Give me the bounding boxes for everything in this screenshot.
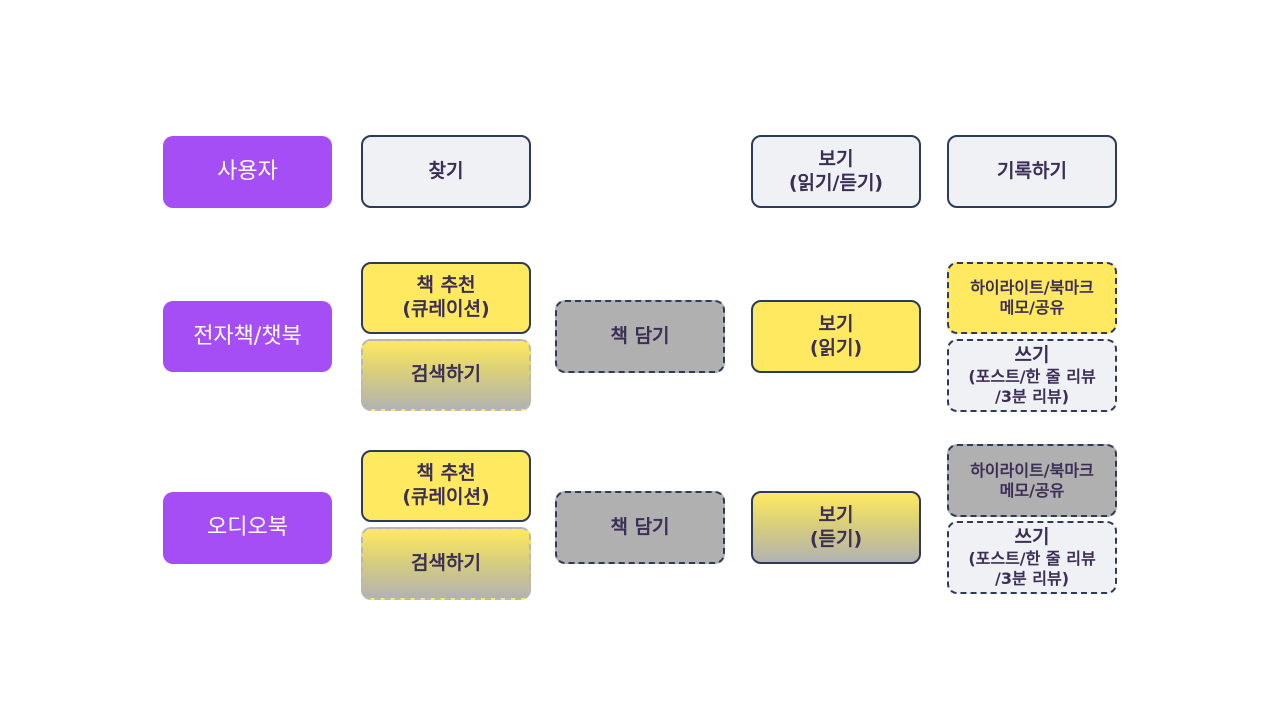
audiobook-recommend-box: 책 추천 (큐레이션) (361, 450, 531, 522)
ebook-search-label: 검색하기 (411, 363, 481, 386)
audiobook-user-label: 오디오북 (207, 515, 288, 541)
audiobook-highlight-line2: 메모/공유 (999, 480, 1065, 500)
audiobook-save-label: 책 담기 (610, 515, 670, 538)
ebook-highlight-box: 하이라이트/북마크 메모/공유 (947, 262, 1117, 334)
audiobook-write-line2: (포스트/한 줄 리뷰 (968, 549, 1096, 569)
audiobook-view-line2: (듣기) (809, 527, 863, 550)
ebook-search-box: 검색하기 (361, 339, 531, 411)
ebook-save-box: 책 담기 (555, 300, 725, 373)
ebook-view-line2: (읽기) (809, 336, 863, 359)
audiobook-user-box: 오디오북 (163, 492, 332, 564)
audiobook-write-line3: /3분 리뷰) (994, 569, 1070, 589)
audiobook-recommend-line1: 책 추천 (416, 462, 476, 485)
find-header-box: 찾기 (361, 135, 531, 208)
audiobook-save-box: 책 담기 (555, 491, 725, 564)
audiobook-write-line1: 쓰기 (1014, 525, 1050, 548)
ebook-write-line3: /3분 리뷰) (994, 387, 1070, 407)
view-header-box: 보기 (읽기/듣기) (751, 135, 921, 208)
audiobook-highlight-box: 하이라이트/북마크 메모/공유 (947, 444, 1117, 517)
ebook-view-box: 보기 (읽기) (751, 300, 921, 373)
ebook-recommend-line2: (큐레이션) (402, 298, 490, 320)
view-header-line1: 보기 (818, 147, 854, 170)
ebook-save-label: 책 담기 (610, 324, 670, 347)
ebook-write-line1: 쓰기 (1014, 343, 1050, 366)
audiobook-view-box: 보기 (듣기) (751, 491, 921, 564)
audiobook-highlight-line1: 하이라이트/북마크 (970, 460, 1094, 480)
audiobook-write-box: 쓰기 (포스트/한 줄 리뷰 /3분 리뷰) (947, 521, 1117, 594)
ebook-user-label: 전자책/챗북 (193, 323, 302, 349)
audiobook-view-line1: 보기 (818, 503, 854, 526)
record-header-label: 기록하기 (997, 159, 1067, 182)
view-header-line2: (읽기/듣기) (788, 171, 884, 194)
user-header-label: 사용자 (217, 159, 278, 185)
audiobook-search-label: 검색하기 (411, 551, 481, 574)
ebook-recommend-line1: 책 추천 (416, 274, 476, 297)
audiobook-recommend-line2: (큐레이션) (402, 486, 490, 508)
ebook-write-box: 쓰기 (포스트/한 줄 리뷰 /3분 리뷰) (947, 339, 1117, 412)
ebook-recommend-box: 책 추천 (큐레이션) (361, 262, 531, 334)
record-header-box: 기록하기 (947, 135, 1117, 208)
ebook-view-line1: 보기 (818, 312, 854, 335)
ebook-write-line2: (포스트/한 줄 리뷰 (968, 367, 1096, 387)
user-header-box: 사용자 (163, 136, 332, 208)
find-header-label: 찾기 (428, 159, 464, 182)
ebook-highlight-line1: 하이라이트/북마크 (970, 278, 1094, 297)
audiobook-search-box: 검색하기 (361, 527, 531, 600)
ebook-highlight-line2: 메모/공유 (999, 298, 1065, 317)
ebook-user-box: 전자책/챗북 (163, 301, 332, 372)
